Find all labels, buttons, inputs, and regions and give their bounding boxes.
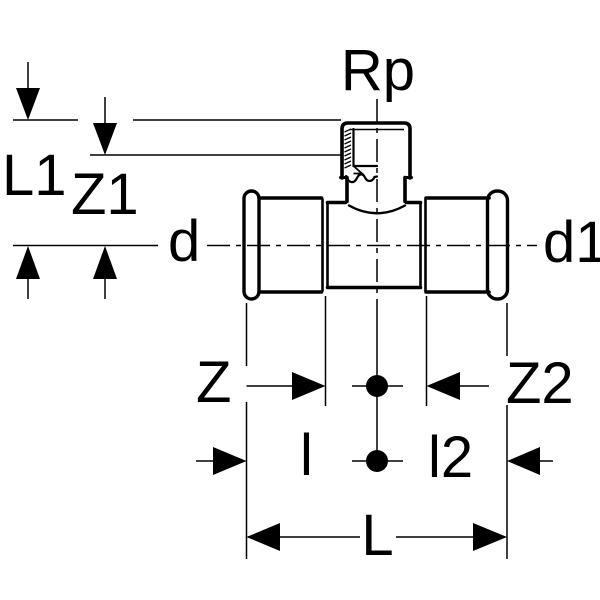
dimension-labels: Rp L1 Z1 d d1 Z Z2 l l2 L — [2, 38, 600, 568]
z-arrowhead-right — [292, 372, 326, 400]
z1-arrowhead-up — [93, 246, 117, 279]
label-z: Z — [196, 350, 231, 415]
dimension-lines — [13, 62, 553, 559]
cast-transition-squiggle — [344, 173, 379, 184]
label-l: l — [300, 423, 313, 488]
branch-saddle-arc — [347, 204, 407, 215]
l-center-dot — [366, 450, 388, 472]
l1-arrowhead-up — [16, 246, 40, 279]
bore-chamfer-mark — [352, 165, 365, 175]
overall-length-arrowhead-right — [473, 523, 507, 551]
centerlines — [207, 99, 537, 301]
label-z1: Z1 — [71, 162, 139, 227]
label-z2: Z2 — [506, 351, 574, 416]
fitting-body-outline — [242, 121, 510, 301]
z1-arrowhead-down — [93, 123, 117, 155]
label-l2: l2 — [428, 425, 473, 490]
label-d: d — [168, 209, 200, 274]
l2-arrowhead-left — [507, 447, 540, 475]
label-l1: L1 — [2, 143, 67, 208]
branch-socket-outline — [340, 121, 412, 180]
l1-arrowhead-down — [16, 88, 40, 120]
label-overall-length: L — [361, 503, 393, 568]
label-rp: Rp — [341, 38, 415, 103]
z-center-dot — [366, 375, 388, 397]
branch-interior-section — [344, 127, 407, 215]
l-arrowhead-right — [213, 447, 247, 475]
label-d1: d1 — [543, 210, 600, 275]
thread-hatching — [344, 128, 352, 169]
z2-arrowhead-left — [426, 372, 460, 400]
